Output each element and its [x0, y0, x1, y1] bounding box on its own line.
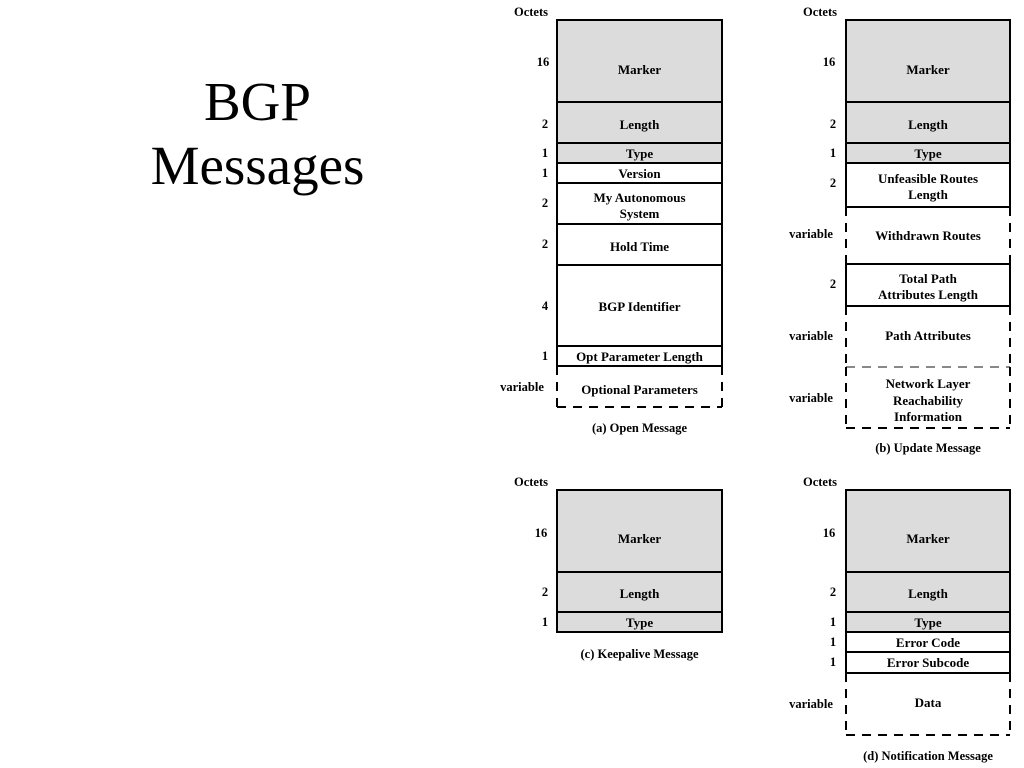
update-field-total-path-label-line-1: Total Path: [899, 271, 957, 286]
keepalive-field-marker-octets: 16: [535, 526, 548, 540]
keepalive-message-diagram: Octets Marker 16 Length 2 Type 1 (c) Kee…: [514, 475, 723, 661]
open-field-hold-time-label: Hold Time: [610, 239, 669, 254]
keepalive-octets-header: Octets: [514, 475, 548, 489]
open-message-caption: (a) Open Message: [592, 421, 688, 435]
notification-field-error-code-label: Error Code: [896, 635, 960, 650]
open-octets-header: Octets: [514, 5, 548, 19]
update-field-type-octets: 1: [830, 146, 836, 160]
update-field-length-octets: 2: [830, 117, 836, 131]
open-field-bgp-identifier: [556, 264, 723, 347]
update-field-unfeasible-label-line-1: Unfeasible Routes: [878, 171, 978, 186]
keepalive-field-type: [556, 611, 723, 633]
open-field-optional-parameters-label: Optional Parameters: [581, 382, 698, 397]
open-field-marker-octets: 16: [537, 55, 550, 69]
update-field-withdrawn-routes-octets: variable: [789, 227, 833, 241]
update-field-path-attributes: [845, 306, 1011, 367]
open-field-my-autonomous-system: [556, 182, 723, 225]
notification-field-marker: [845, 489, 1011, 573]
update-field-path-attributes-octets: variable: [789, 329, 833, 343]
open-field-length-octets: 2: [542, 117, 548, 131]
open-field-opt-param-length-octets: 1: [542, 349, 548, 363]
notification-field-error-code-octets: 1: [830, 635, 836, 649]
update-field-nlri: [845, 366, 1011, 429]
update-field-nlri-label-line-1: Network Layer: [886, 376, 971, 391]
update-field-marker-label: Marker: [906, 62, 950, 77]
update-field-total-path-octets: 2: [830, 277, 836, 291]
keepalive-field-length-octets: 2: [542, 585, 548, 599]
open-field-version-label: Version: [618, 166, 661, 181]
open-field-bgp-identifier-octets: 4: [542, 299, 549, 313]
open-field-my-as-label-line-2: System: [620, 206, 660, 221]
open-field-version-octets: 1: [542, 166, 548, 180]
open-field-my-as-octets: 2: [542, 196, 548, 210]
notification-message-caption: (d) Notification Message: [863, 749, 993, 763]
update-field-type-label: Type: [914, 146, 941, 161]
update-field-unfeasible-label-line-2: Length: [908, 187, 949, 202]
update-field-nlri-label-line-2: Reachability: [893, 393, 964, 408]
update-field-path-attributes-label: Path Attributes: [885, 328, 971, 343]
notification-field-error-subcode-label: Error Subcode: [887, 655, 969, 670]
notification-field-marker-octets: 16: [823, 526, 836, 540]
notification-field-length: [845, 571, 1011, 613]
keepalive-field-length: [556, 571, 723, 613]
notification-field-type-octets: 1: [830, 615, 836, 629]
notification-field-data-label: Data: [915, 695, 942, 710]
notification-field-error-subcode-octets: 1: [830, 655, 836, 669]
notification-field-marker-label: Marker: [906, 531, 950, 546]
notification-field-length-octets: 2: [830, 585, 836, 599]
open-field-optional-parameters-octets: variable: [500, 380, 544, 394]
update-message-diagram: Octets Marker 16 Length 2 Type 1 Unfeasi…: [789, 5, 1011, 455]
update-field-nlri-label-line-3: Information: [894, 409, 963, 424]
update-field-unfeasible-octets: 2: [830, 176, 836, 190]
notification-field-data-octets: variable: [789, 697, 833, 711]
slide-title: BGP Messages: [115, 70, 400, 198]
open-field-bgp-identifier-label: BGP Identifier: [599, 299, 681, 314]
update-field-unfeasible-routes-length: [845, 162, 1011, 208]
open-field-type-label: Type: [626, 146, 653, 161]
keepalive-field-type-label: Type: [626, 615, 653, 630]
update-field-length-label: Length: [908, 117, 949, 132]
open-field-length-label: Length: [620, 117, 661, 132]
notification-message-diagram: Octets Marker 16 Length 2 Type 1 Error C…: [789, 475, 1011, 763]
update-octets-header: Octets: [803, 5, 837, 19]
notification-field-data: [845, 673, 1011, 736]
update-field-total-path-attributes-length: [845, 263, 1011, 307]
keepalive-field-type-octets: 1: [542, 615, 548, 629]
open-field-hold-time-octets: 2: [542, 237, 548, 251]
notification-field-type-label: Type: [914, 615, 941, 630]
open-field-marker-label: Marker: [618, 62, 662, 77]
keepalive-field-marker-label: Marker: [618, 531, 662, 546]
slide-title-line-1: BGP: [204, 71, 311, 132]
notification-octets-header: Octets: [803, 475, 837, 489]
open-field-optional-parameters: [556, 366, 723, 408]
open-field-opt-param-length-label: Opt Parameter Length: [576, 349, 704, 364]
open-field-type-octets: 1: [542, 146, 548, 160]
notification-field-error-subcode: [845, 651, 1011, 674]
open-field-opt-parameter-length: [556, 345, 723, 367]
update-field-withdrawn-routes-label: Withdrawn Routes: [875, 228, 981, 243]
update-field-total-path-label-line-2: Attributes Length: [878, 287, 979, 302]
update-field-marker-octets: 16: [823, 55, 836, 69]
keepalive-field-length-label: Length: [620, 586, 661, 601]
slide-title-line-2: Messages: [150, 135, 365, 196]
notification-field-length-label: Length: [908, 586, 949, 601]
open-field-marker: [556, 19, 723, 103]
keepalive-message-caption: (c) Keepalive Message: [580, 647, 698, 661]
open-field-my-as-label-line-1: My Autonomous: [593, 190, 685, 205]
update-field-marker: [845, 19, 1011, 103]
open-message-diagram: Octets Marker 16 Length 2 Type 1 Version…: [500, 5, 723, 435]
update-message-caption: (b) Update Message: [875, 441, 981, 455]
update-field-nlri-octets: variable: [789, 391, 833, 405]
